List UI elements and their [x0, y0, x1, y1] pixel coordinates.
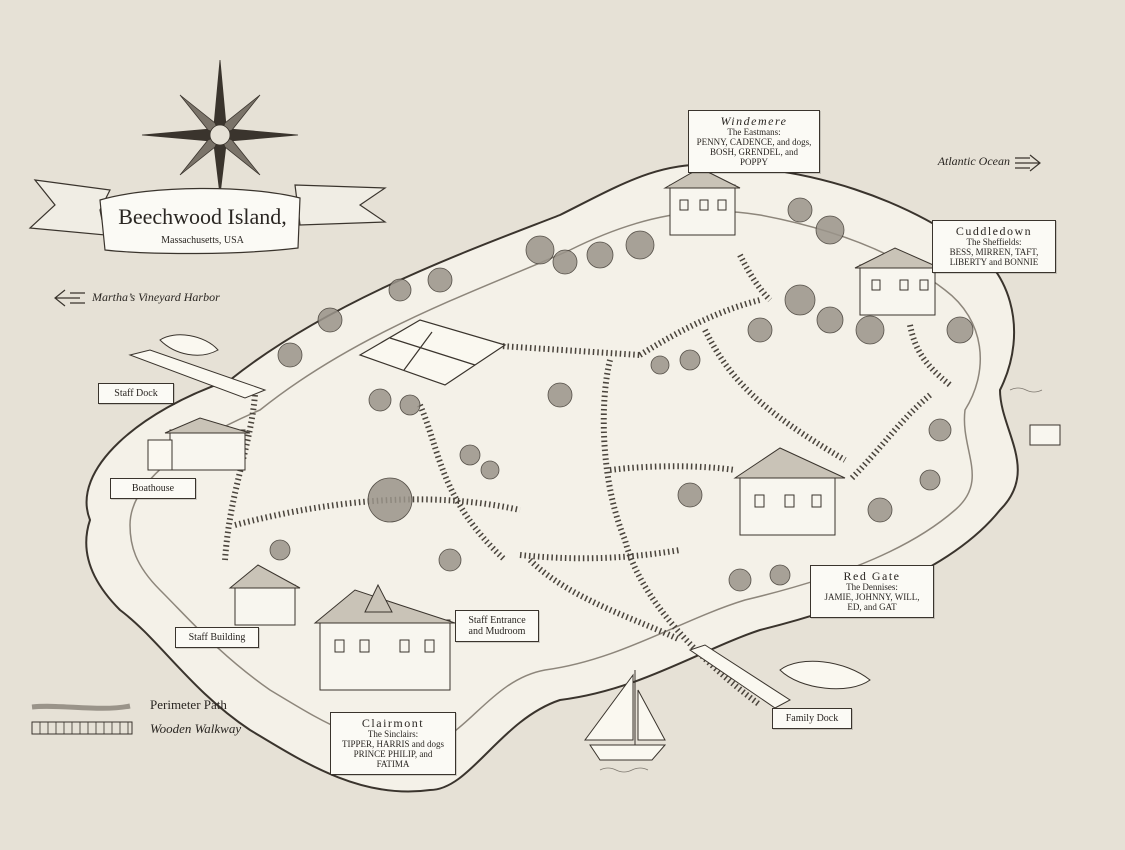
red-gate-members: JAMIE, JOHNNY, WILL, ED, and GAT [824, 592, 920, 612]
red-gate-name: Red Gate [843, 569, 901, 583]
marthas-vineyard-label: Martha’s Vineyard Harbor [92, 290, 220, 304]
map-subtitle: Massachusetts, USA [161, 235, 244, 246]
map-title: Beechwood Island, [118, 204, 287, 229]
staff-entrance-tag: Staff Entrance and Mudroom [455, 610, 539, 642]
cuddledown-tag: Cuddledown The Sheffields: BESS, MIRREN,… [932, 220, 1056, 273]
clairmont-name: Clairmont [361, 716, 425, 730]
cuddledown-name: Cuddledown [955, 224, 1033, 238]
staff-dock-tag: Staff Dock [98, 383, 174, 404]
legend-perimeter-label: Perimeter Path [150, 697, 227, 712]
windemere-family: The Eastmans: [727, 127, 781, 138]
cuddledown-house [854, 247, 941, 316]
compass-rose [141, 59, 299, 196]
atlantic-ocean-label: Atlantic Ocean [937, 154, 1010, 168]
boathouse-shape [164, 417, 251, 471]
boathouse-tag: Boathouse [110, 478, 196, 499]
clairmont-members: TIPPER, HARRIS and dogs PRINCE PHILIP, a… [341, 739, 444, 769]
perimeter-path [129, 210, 981, 747]
title-ribbon [28, 179, 387, 255]
staff-building-tag: Staff Building [175, 627, 259, 648]
shed-shape [1029, 424, 1061, 446]
clairmont-house [313, 583, 456, 691]
windemere-members: PENNY, CADENCE, and dogs, BOSH, GRENDEL,… [696, 137, 812, 167]
clairmont-family: The Sinclairs: [367, 729, 419, 740]
windemere-tag: Windemere The Eastmans: PENNY, CADENCE, … [688, 110, 820, 173]
clairmont-tag: Clairmont The Sinclairs: TIPPER, HARRIS … [330, 712, 456, 775]
red-gate-house [733, 447, 846, 536]
windemere-house [663, 167, 741, 236]
cuddledown-family: The Sheffields: [966, 237, 1022, 248]
windemere-name: Windemere [720, 114, 788, 128]
legend-walkway-label: Wooden Walkway [150, 721, 242, 736]
cuddledown-members: BESS, MIRREN, TAFT, LIBERTY and BONNIE [949, 247, 1039, 267]
legend-swatches [31, 703, 133, 735]
red-gate-family: The Dennises: [846, 582, 898, 593]
staff-building-shape [228, 564, 301, 626]
red-gate-tag: Red Gate The Dennises: JAMIE, JOHNNY, WI… [810, 565, 934, 618]
family-dock-tag: Family Dock [772, 708, 852, 729]
